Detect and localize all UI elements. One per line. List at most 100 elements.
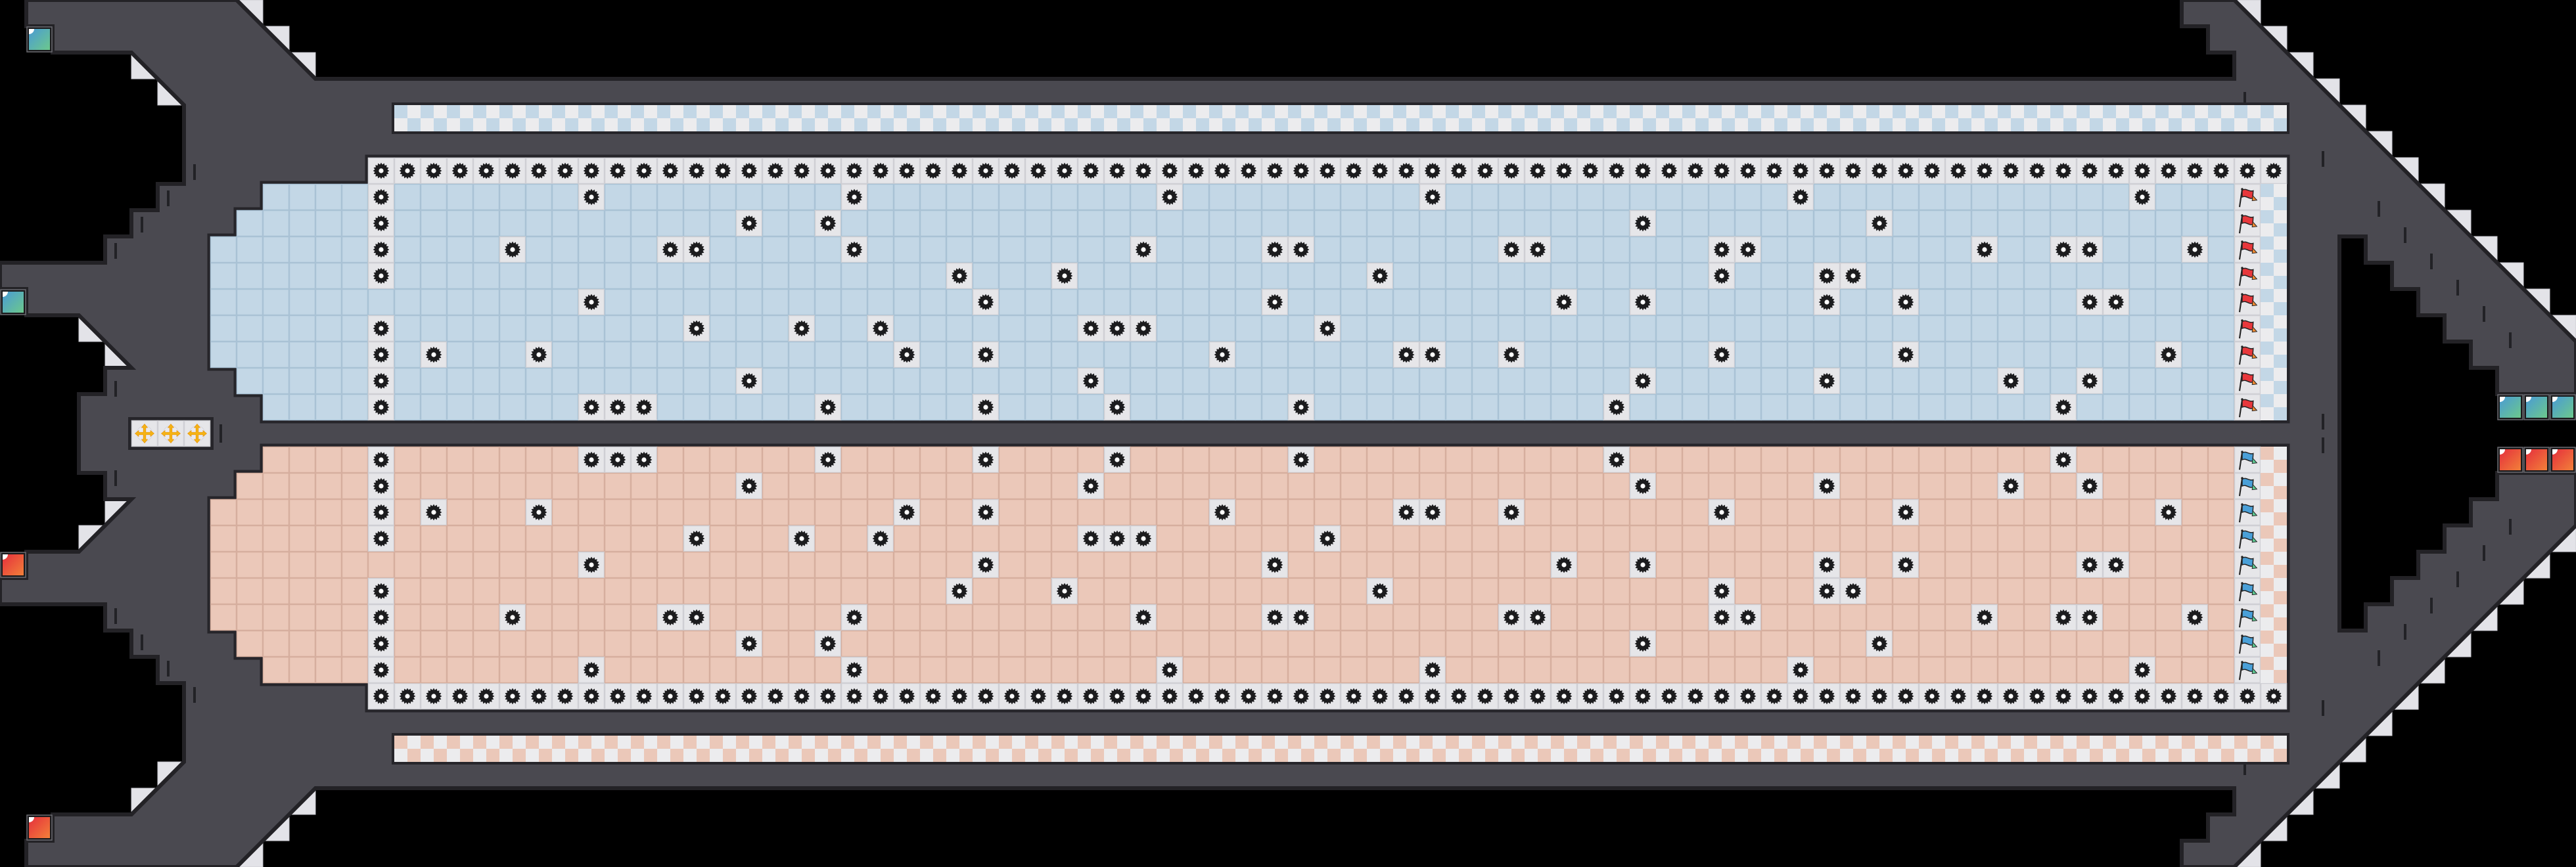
checker-cell-blue xyxy=(1222,105,1235,118)
blue-floor-tile xyxy=(1235,288,1262,316)
gear-icon xyxy=(1109,320,1126,337)
pink-floor-tile xyxy=(1077,551,1105,579)
pink-floor-tile xyxy=(867,446,894,474)
checker-cell-pink xyxy=(1787,749,1801,762)
pink-floor-tile xyxy=(788,656,816,684)
gear-icon xyxy=(1503,162,1520,179)
blue-floor-tile xyxy=(2181,367,2209,395)
gear-icon xyxy=(583,189,600,206)
pink-floor-tile xyxy=(2050,656,2077,684)
pink-floor-tile xyxy=(1103,604,1131,631)
checker-cell-blue xyxy=(973,105,986,118)
pink-floor-tile xyxy=(1708,551,1736,579)
checker-cell-pink xyxy=(1235,749,1249,762)
pink-floor-tile xyxy=(840,525,868,552)
blue-floor-tile xyxy=(578,367,605,395)
checker-cell-blue xyxy=(1459,105,1472,118)
blue-floor-tile xyxy=(2181,183,2209,211)
checker-cell-pink xyxy=(2011,736,2024,749)
blue-floor-tile xyxy=(656,341,684,368)
pink-floor-tile xyxy=(2023,630,2051,657)
checker-cell-pink xyxy=(1433,749,1446,762)
pink-floor-tile xyxy=(1813,630,1841,657)
checker-cell-blue xyxy=(1065,105,1078,118)
blue-floor-tile xyxy=(1629,393,1657,421)
checker-cell-blue xyxy=(1590,118,1603,131)
checker-cell-pink xyxy=(1117,736,1130,749)
pink-floor-tile xyxy=(1392,472,1420,500)
blue-floor-tile xyxy=(1208,262,1236,290)
blue-floor-tile xyxy=(919,183,947,211)
blue-floor-tile xyxy=(2128,288,2156,316)
pink-floor-tile xyxy=(1471,630,1499,657)
checker-cell-blue xyxy=(1801,105,1814,118)
goal-checker-cell xyxy=(2274,302,2287,315)
blue-floor-tile xyxy=(893,236,921,263)
blue-floor-tile xyxy=(867,262,894,290)
checker-cell-pink xyxy=(1288,749,1301,762)
checker-cell-pink xyxy=(1367,736,1380,749)
gear-icon xyxy=(1161,162,1178,179)
goal-checker-cell xyxy=(2261,381,2274,394)
checker-cell-pink xyxy=(2182,736,2195,749)
blue-floor-tile xyxy=(236,236,264,263)
pink-floor-tile xyxy=(840,499,868,526)
checker-cell-pink xyxy=(513,736,526,749)
checker-cell-blue xyxy=(1354,118,1367,131)
pink-floor-tile xyxy=(1603,551,1630,579)
blue-floor-tile xyxy=(2023,367,2051,395)
checker-cell-pink xyxy=(1380,749,1393,762)
blue-floor-tile xyxy=(1261,183,1289,211)
pink-floor-tile xyxy=(1498,551,1525,579)
blue-floor-tile xyxy=(1813,393,1841,421)
pink-floor-tile xyxy=(1576,656,1604,684)
blue-floor-tile xyxy=(1024,210,1052,237)
pink-floor-tile xyxy=(709,499,737,526)
pink-floor-tile xyxy=(1261,630,1289,657)
pink-floor-tile xyxy=(1287,630,1315,657)
pink-floor-tile xyxy=(1918,472,1946,500)
pink-floor-tile xyxy=(2155,446,2182,474)
checker-cell-pink xyxy=(1682,736,1695,749)
blue-floor-tile xyxy=(1524,262,1552,290)
blue-floor-tile xyxy=(2155,393,2182,421)
pink-floor-tile xyxy=(1156,551,1184,579)
blue-floor-tile xyxy=(367,288,395,316)
pink-floor-tile xyxy=(1366,551,1394,579)
blue-floor-tile xyxy=(1471,183,1499,211)
blue-floor-tile xyxy=(262,288,290,316)
pink-floor-tile xyxy=(1077,499,1105,526)
checker-cell-blue xyxy=(2063,118,2077,131)
goal-checker-cell xyxy=(2261,223,2274,236)
gear-icon xyxy=(1082,372,1099,389)
gear-icon xyxy=(530,504,547,521)
blue-floor-tile xyxy=(1314,288,1341,316)
pink-floor-tile xyxy=(946,604,973,631)
gear-icon xyxy=(2186,688,2203,705)
pink-floor-tile xyxy=(210,604,237,631)
gear-icon xyxy=(2134,661,2151,678)
pink-floor-tile xyxy=(735,656,763,684)
blue-floor-tile xyxy=(840,288,868,316)
pink-floor-tile xyxy=(578,525,605,552)
pink-floor-tile xyxy=(867,604,894,631)
gear-icon xyxy=(425,162,442,179)
gear-icon xyxy=(1240,162,1257,179)
pink-floor-tile xyxy=(1918,446,1946,474)
blue-floor-tile xyxy=(1944,210,1972,237)
gear-icon xyxy=(1398,688,1415,705)
checker-cell-pink xyxy=(657,736,670,749)
checker-cell-pink xyxy=(1840,736,1853,749)
pink-floor-tile xyxy=(1498,525,1525,552)
checker-cell-pink xyxy=(1525,736,1538,749)
blue-floor-tile xyxy=(814,262,842,290)
gear-icon xyxy=(819,451,837,468)
checker-cell-pink xyxy=(933,749,946,762)
checker-cell-pink xyxy=(657,749,670,762)
checker-cell-pink xyxy=(2247,749,2261,762)
checker-cell-blue xyxy=(1472,105,1485,118)
pink-floor-tile xyxy=(2023,551,2051,579)
pink-floor-tile xyxy=(1471,472,1499,500)
checker-cell-pink xyxy=(486,749,499,762)
pink-floor-tile xyxy=(788,499,816,526)
